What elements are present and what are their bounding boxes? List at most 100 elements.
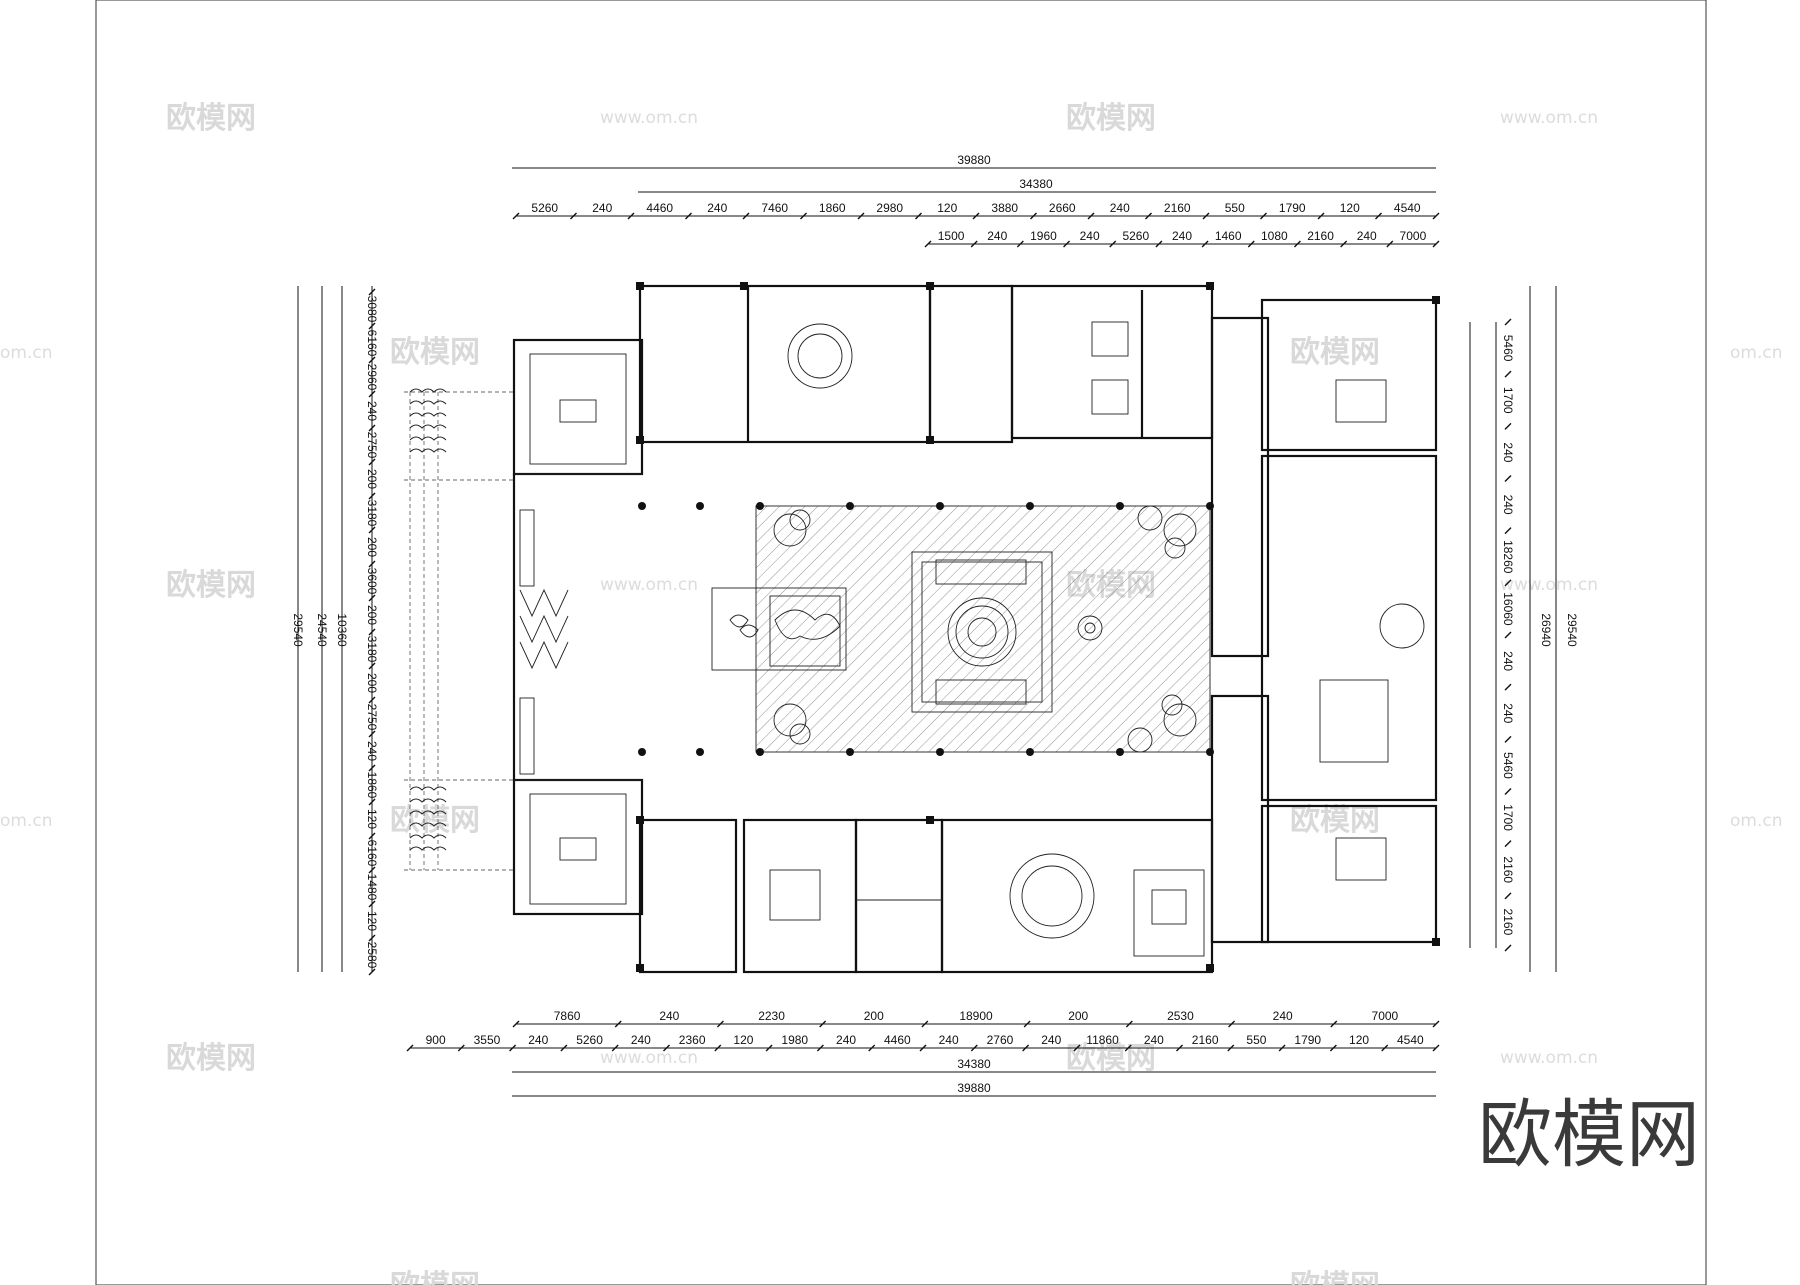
watermark-url: om.cn [1730,811,1783,831]
central-courtyard [755,505,1211,753]
dim-right-inner: 2160 [1501,856,1515,883]
courtyard-plants [773,505,1197,753]
dim-bottom-row1: 240 [1273,1009,1293,1023]
dim-left-segment: 120 [365,911,379,931]
dim-left-segment: 240 [365,741,379,761]
watermark-logo: 欧模网 [1290,803,1380,838]
dim-top-row1: 120 [1340,201,1360,215]
dim-left-segment: 120 [365,809,379,829]
watermark-url: www.om.cn [1500,575,1598,595]
brand-logo: 欧模网 [1478,1092,1700,1178]
dim-left-inner: 10360 [335,613,349,647]
dim-left-segment: 3600 [365,568,379,595]
dim-bottom-row2: 4460 [884,1033,911,1047]
dim-top-row2: 1960 [1030,229,1057,243]
watermark-logo: 欧模网 [390,1269,480,1285]
dim-bottom-row1: 2230 [758,1009,785,1023]
watermark-logo: 欧模网 [166,1041,256,1076]
top-bathrooms [928,284,1014,444]
dim-bottom-row2: 11860 [1086,1033,1119,1047]
sheet-border [95,0,1707,1285]
dim-bottom-row2: 4540 [1397,1033,1424,1047]
dim-bottom-row1: 7000 [1372,1009,1399,1023]
watermark-url: om.cn [1730,343,1783,363]
dim-right-inner: 240 [1501,651,1515,671]
dim-top-row1: 2160 [1164,201,1191,215]
dimension-ticks [368,212,1512,1052]
dim-right-inner: 240 [1501,495,1515,515]
dim-top-middle: 34380 [1019,177,1053,191]
watermark-logo: 欧模网 [1290,335,1380,370]
top-left-dining-room [638,284,932,444]
dim-left-segment: 3080 [365,296,379,323]
dim-right-inner: 16060 [1501,592,1515,626]
dim-top-row1: 240 [592,201,612,215]
dim-top-row1: 2660 [1049,201,1076,215]
dim-right-inner: 5460 [1501,335,1515,362]
dim-bottom-outer: 39880 [957,1081,991,1095]
watermark-url: www.om.cn [1500,108,1598,128]
dim-bottom-row1: 2530 [1167,1009,1194,1023]
dim-bottom-row2: 240 [939,1033,959,1047]
dim-bottom-row2: 2360 [679,1033,706,1047]
dim-top-row1: 120 [937,201,957,215]
dim-top-row2: 5260 [1122,229,1149,243]
dim-right-inner: 5460 [1501,752,1515,779]
dim-bottom-row2: 900 [426,1033,446,1047]
dim-top-row1: 5260 [531,201,558,215]
dim-bottom-row1: 7860 [554,1009,581,1023]
dim-left-segment: 2580 [365,942,379,969]
bottom-bathrooms [854,818,944,974]
dim-top-row1: 1790 [1279,201,1306,215]
dim-left-segment: 6160 [365,330,379,357]
dim-bottom-row2: 240 [528,1033,548,1047]
dim-bottom-row2: 120 [1349,1033,1369,1047]
dim-bottom-row1: 200 [864,1009,884,1023]
banquet-hall [940,818,1214,974]
dim-top-row2: 1080 [1261,229,1288,243]
dim-top-row1: 4540 [1394,201,1421,215]
dim-bottom-row1: 240 [659,1009,679,1023]
watermark-logo: 欧模网 [1066,1041,1156,1076]
dim-top-row2: 1460 [1215,229,1242,243]
pavilion-south [512,778,644,916]
dim-left-segment: 6160 [365,840,379,867]
watermark-url: om.cn [0,811,53,831]
dim-top-row1: 2980 [876,201,903,215]
dim-left-segment: 2960 [365,364,379,391]
vip-suite-north [1260,298,1438,452]
dim-left-middle: 24540 [315,613,329,647]
bottom-left-rooms [638,818,738,974]
dim-bottom-row2: 240 [631,1033,651,1047]
dim-left-segment: 200 [365,605,379,625]
dim-bottom-row2: 240 [836,1033,856,1047]
dim-top-row1: 4460 [646,201,673,215]
watermark-logo: 欧模网 [166,101,256,136]
dim-right-middle: 26940 [1539,613,1553,647]
dim-bottom-row2: 120 [733,1033,753,1047]
watermark-logo: 欧模网 [390,335,480,370]
dim-left-segment: 1860 [365,772,379,799]
conference-room [1260,454,1438,802]
watermark-url: www.om.cn [600,108,698,128]
dim-top-outer: 39880 [957,153,991,167]
dim-left-segment: 240 [365,401,379,421]
east-corridor-north [1210,316,1270,658]
entrance-steps [404,391,514,871]
dim-top-row1: 240 [1110,201,1130,215]
dim-left-segment: 2750 [365,432,379,459]
dim-bottom-row2: 550 [1246,1033,1266,1047]
dim-top-row1: 550 [1225,201,1245,215]
dim-bottom-row2: 3550 [474,1033,501,1047]
watermark-logo: 欧模网 [166,568,256,603]
dim-right-inner: 1700 [1501,804,1515,831]
dim-right-inner: 240 [1501,442,1515,462]
dim-bottom-row2: 240 [1144,1033,1164,1047]
watermark-url: www.om.cn [600,1048,698,1068]
dim-left-segment: 1480 [365,874,379,901]
dim-top-row2: 240 [1357,229,1377,243]
dim-top-row2: 2160 [1307,229,1334,243]
dim-left-segment: 3180 [365,636,379,663]
